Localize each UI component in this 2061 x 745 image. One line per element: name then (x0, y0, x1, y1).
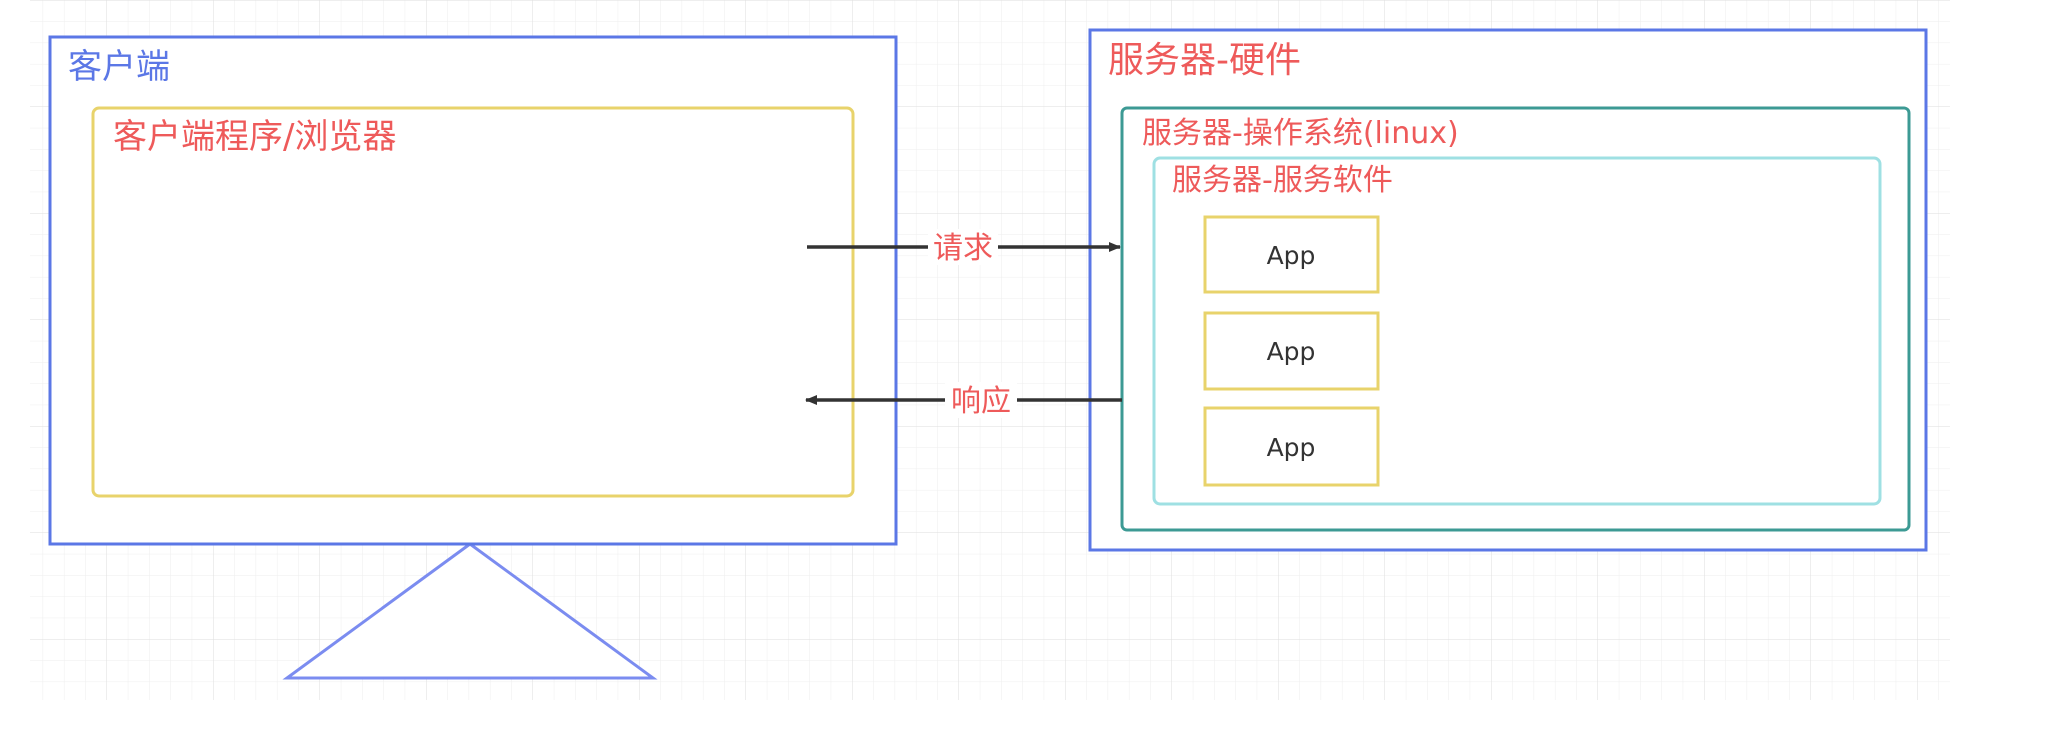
request-label: 请求 (933, 231, 993, 266)
client-program-title: 客户端程序/浏览器 (113, 117, 396, 157)
response-label-bg (945, 382, 1017, 418)
client-program-box[interactable] (91, 106, 855, 498)
server-hardware-title: 服务器-硬件 (1108, 40, 1301, 81)
app-label-1: App (1267, 241, 1316, 270)
app-label-3: App (1267, 433, 1316, 462)
app-box-3[interactable] (1203, 406, 1380, 487)
app-box-2[interactable] (1203, 311, 1380, 391)
request-label-bg (928, 229, 998, 265)
client-title: 客户端 (68, 47, 170, 87)
server-software-title: 服务器-服务软件 (1172, 163, 1393, 198)
app-box-1[interactable] (1203, 215, 1380, 294)
response-label: 响应 (951, 384, 1011, 419)
monitor-stand (282, 542, 658, 680)
app-label-2: App (1267, 337, 1316, 366)
server-os-title: 服务器-操作系统(linux) (1142, 116, 1459, 151)
